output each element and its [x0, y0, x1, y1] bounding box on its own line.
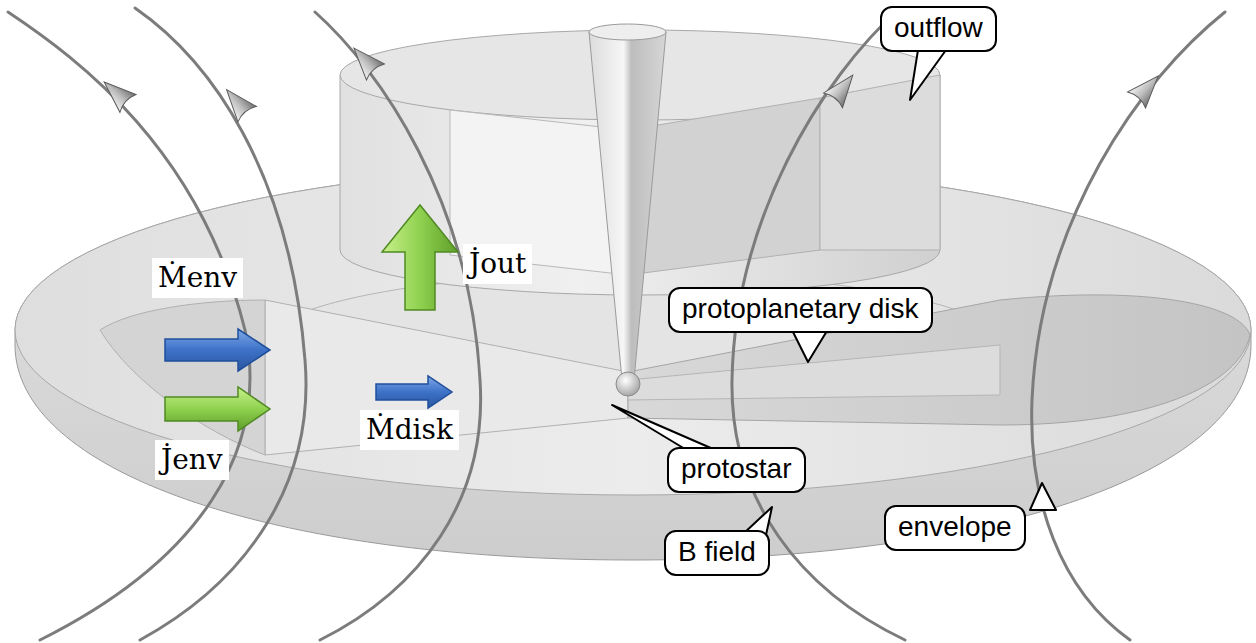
- callout-box: protoplanetary disk: [668, 287, 933, 333]
- callout-text: protostar: [681, 453, 792, 484]
- callout-text: protoplanetary disk: [682, 293, 919, 324]
- flux-label: Ṁdisk: [360, 410, 459, 450]
- callout-box: B field: [664, 530, 770, 576]
- callout-box: envelope: [884, 505, 1026, 551]
- flux-label: Ṁenv: [152, 258, 243, 298]
- flux-label: J̇out: [463, 244, 532, 284]
- flux-label: J̇env: [155, 440, 229, 480]
- callout-text: B field: [678, 536, 756, 567]
- callout-text: outflow: [894, 12, 983, 43]
- callout-text: envelope: [898, 511, 1012, 542]
- callout-box: protostar: [667, 447, 806, 493]
- callout-box: outflow: [880, 6, 997, 52]
